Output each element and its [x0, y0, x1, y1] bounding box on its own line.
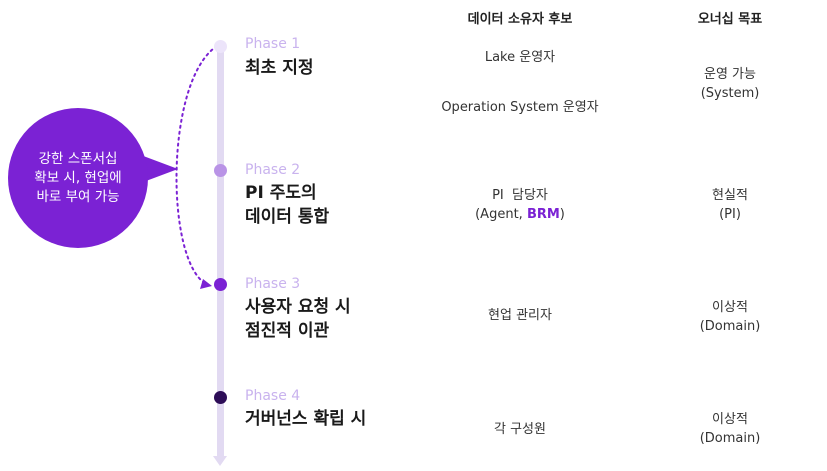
callout-bubble: 강한 스폰서십 확보 시, 현업에 바로 부여 가능: [8, 108, 148, 248]
phase-1-candidate: Lake 운영자: [484, 50, 556, 65]
phase-2-dot: [214, 164, 227, 177]
brm-highlight: BRM: [526, 207, 560, 222]
phase-1-candidate: Operation System 운영자: [441, 100, 599, 115]
phase-4-goal: 이상적: [712, 412, 748, 427]
phase-1-dot: [214, 40, 227, 53]
phase-4-label: Phase 4: [245, 388, 301, 404]
phase-2-title: PI 주도의: [245, 183, 317, 203]
phase-2-candidate-prefix: (Agent,: [475, 207, 527, 222]
phase-3-dot: [214, 278, 227, 291]
candidate-column-header: 데이터 소유자 후보: [467, 12, 573, 27]
phase-3-candidate: 현업 관리자: [488, 308, 552, 323]
phase-2-goal: 현실적: [712, 188, 748, 203]
phase-1-title: 최초 지정: [245, 58, 314, 78]
phase-3-title: 사용자 요청 시: [245, 297, 351, 317]
phase-4-goal: (Domain): [699, 431, 761, 446]
phase-1-goal: 운영 가능: [704, 67, 756, 82]
phase-2-candidate: PI 담당자: [492, 188, 548, 203]
phase-1-goal: (System): [700, 86, 760, 101]
phase-2-goal: (PI): [719, 207, 741, 222]
phase-3-goal: (Domain): [699, 319, 761, 334]
phase-2-label: Phase 2: [245, 162, 301, 178]
phase-4-title: 거버넌스 확립 시: [245, 409, 367, 429]
timeline-bar: [217, 45, 224, 459]
phase-3-goal: 이상적: [712, 300, 748, 315]
goal-column-header: 오너십 목표: [697, 12, 763, 27]
phase-3-label: Phase 3: [245, 276, 301, 292]
callout-line: 확보 시, 현업에: [34, 169, 122, 186]
phase-3-title: 점진적 이관: [245, 321, 330, 341]
timeline-arrow-down-icon: [213, 456, 227, 466]
phase-2-candidate-suffix: ): [559, 207, 565, 222]
phase-2-title: 데이터 통합: [245, 207, 330, 227]
callout-line: 바로 부여 가능: [36, 188, 120, 205]
phase-4-candidate: 각 구성원: [494, 422, 546, 437]
phase-4-dot: [214, 391, 227, 404]
phase-1-label: Phase 1: [245, 36, 301, 52]
phase-2-candidate: (Agent, BRM): [420, 205, 620, 224]
callout-line: 강한 스폰서십: [38, 150, 118, 167]
